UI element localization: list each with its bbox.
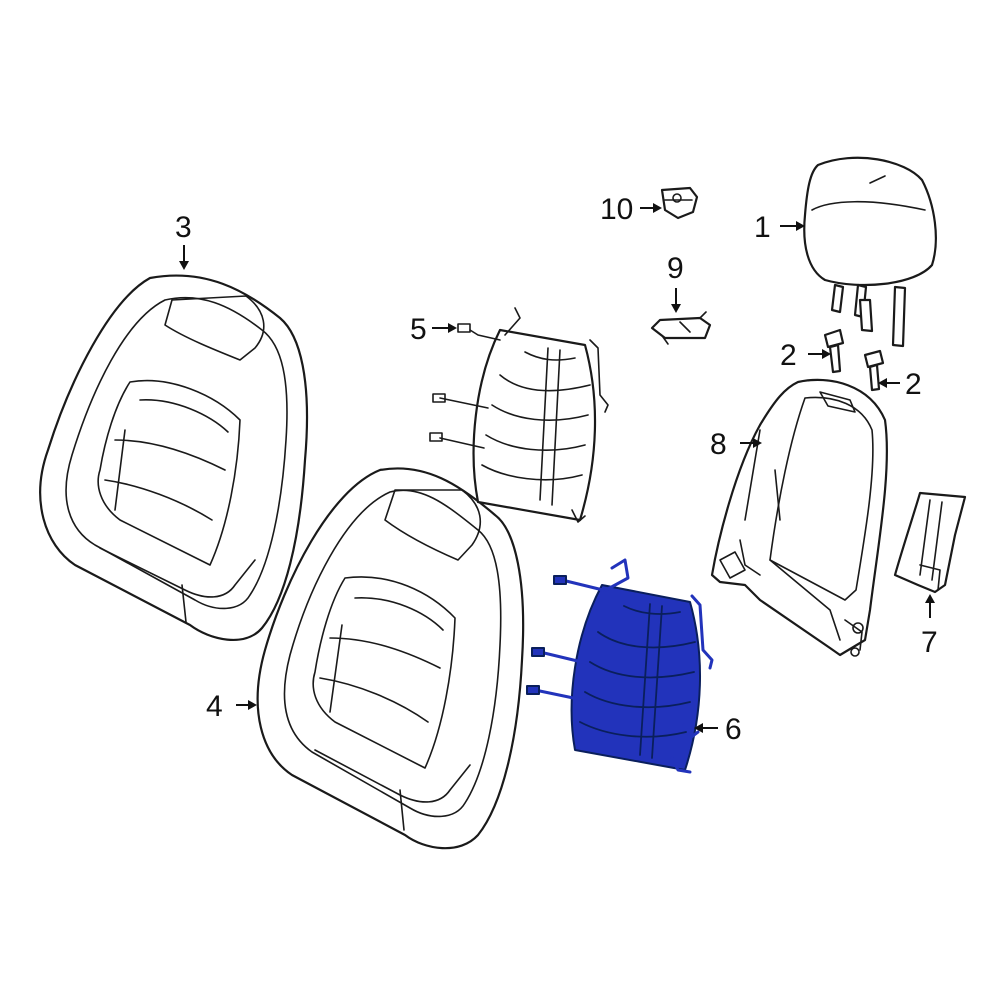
callout-9: 9 bbox=[667, 252, 684, 285]
part-4-seat-back-cover[interactable] bbox=[256, 467, 525, 850]
callout-leaders bbox=[179, 203, 935, 733]
part-3-seat-back-cover[interactable] bbox=[39, 274, 309, 642]
callout-1: 1 bbox=[754, 211, 771, 244]
callout-10: 10 bbox=[600, 193, 633, 226]
part-6-lumbar-support-highlighted[interactable] bbox=[526, 558, 714, 774]
callout-2-right: 2 bbox=[905, 368, 922, 401]
callout-3: 3 bbox=[175, 211, 192, 244]
callout-2-left: 2 bbox=[780, 339, 797, 372]
part-2-headrest-guide-right[interactable] bbox=[863, 349, 885, 392]
callout-6: 6 bbox=[725, 713, 742, 746]
callout-8: 8 bbox=[710, 428, 727, 461]
part-7-side-panel[interactable] bbox=[893, 491, 967, 594]
part-8-seat-back-frame[interactable] bbox=[710, 378, 888, 657]
callout-5: 5 bbox=[410, 313, 427, 346]
part-10-clip[interactable] bbox=[660, 186, 699, 220]
part-1-headrest[interactable] bbox=[803, 156, 937, 348]
callout-7: 7 bbox=[921, 626, 938, 659]
part-5-lumbar-support[interactable] bbox=[429, 307, 609, 523]
part-2-headrest-guide-left[interactable] bbox=[823, 328, 845, 374]
callout-4: 4 bbox=[206, 690, 223, 723]
part-9-bracket[interactable] bbox=[650, 311, 712, 345]
